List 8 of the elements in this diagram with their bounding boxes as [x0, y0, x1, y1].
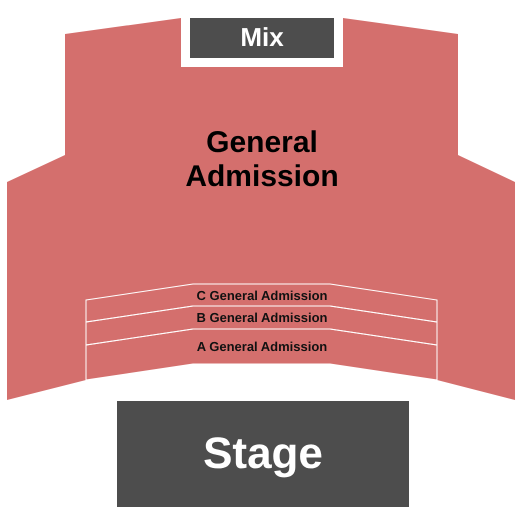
section-label: Mix	[240, 23, 284, 53]
section-label: General Admission	[184, 126, 340, 194]
section-label: Stage	[203, 428, 323, 480]
section-label: C General Admission	[196, 288, 328, 304]
section-label: A General Admission	[196, 340, 328, 354]
mix-booth	[190, 18, 334, 58]
section-label: B General Admission	[196, 310, 328, 326]
stage	[117, 401, 409, 507]
